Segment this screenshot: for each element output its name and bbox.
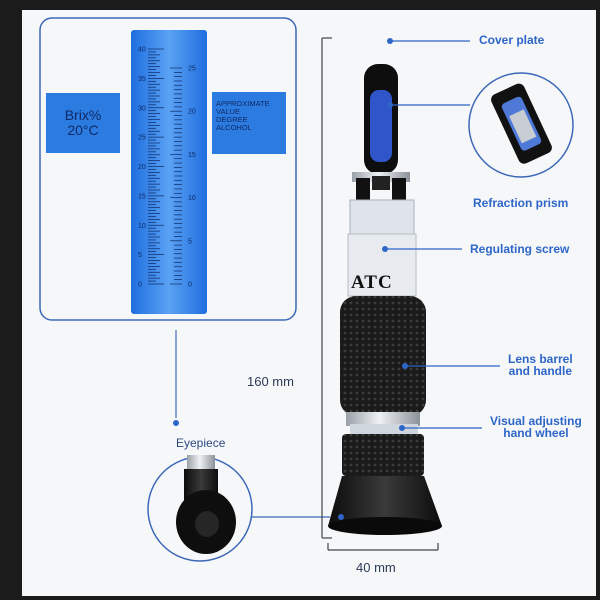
temperature-label: 20°C [67, 122, 99, 138]
brix-tick-label: 0 [138, 282, 142, 289]
brix-tick-label: 40 [138, 47, 146, 54]
alcohol-tick-label: 5 [188, 238, 192, 245]
label-line: Visual adjusting [490, 414, 582, 428]
brix-tick-label: 20 [138, 164, 146, 171]
brix-tick-label: 35 [138, 76, 146, 83]
cover-plate-window [370, 90, 392, 162]
label-cover-plate: Cover plate [479, 33, 545, 47]
alcohol-label-box: APPROXIMATE VALUE DEGREE ALCOHOL [212, 92, 286, 154]
alcohol-tick-label: 0 [188, 282, 192, 289]
alcohol-tick-label: 10 [188, 195, 196, 202]
refractometer [328, 64, 442, 535]
brix-label-box: Brix% 20°C [46, 93, 120, 153]
lens-barrel-handle [340, 296, 426, 416]
brix-tick-label: 5 [138, 252, 142, 259]
label-line: hand wheel [503, 426, 569, 440]
alcohol-scale-ticks: 25 20 15 10 5 0 [170, 66, 196, 289]
prism-housing [349, 199, 415, 237]
alcohol-tick-label: 25 [188, 66, 196, 73]
alcohol-tick-label: 15 [188, 152, 196, 159]
label-refraction-prism: Refraction prism [473, 196, 569, 210]
brix-tick-label: 30 [138, 105, 146, 112]
eyepiece-top [187, 455, 215, 469]
label-line: Lens barrel [508, 352, 573, 366]
alcohol-tick-label: 20 [188, 109, 196, 116]
brix-label: Brix% [64, 107, 102, 123]
alcohol-label-line: VALUE [216, 107, 241, 116]
dimension-width: 40 mm [356, 560, 396, 575]
adjusting-hand-wheel [342, 434, 424, 476]
brix-scale-ticks: 40 35 30 25 20 15 10 5 0 [138, 47, 164, 289]
brix-tick-label: 15 [138, 193, 146, 200]
label-eyepiece: Eyepiece [176, 436, 226, 450]
alcohol-label-line: APPROXIMATE [216, 99, 270, 108]
chrome-ring [346, 412, 420, 426]
connector-dot [173, 420, 179, 426]
atc-label: ATC [351, 272, 393, 293]
alcohol-label-line: ALCOHOL [216, 123, 252, 132]
label-lens-barrel: Lens barrel and handle [508, 353, 573, 377]
label-visual-adjusting: Visual adjusting hand wheel [490, 415, 582, 439]
brix-tick-label: 10 [138, 223, 146, 230]
scale-tube [131, 30, 207, 314]
eyepiece-lens [195, 511, 219, 537]
label-line: and handle [508, 364, 573, 378]
dimension-height: 160 mm [247, 374, 294, 389]
label-regulating-screw: Regulating screw [470, 242, 570, 256]
brix-tick-label: 25 [138, 135, 146, 142]
scale-panel-frame [39, 17, 297, 321]
eyepiece-base [328, 476, 442, 526]
alcohol-label-line: DEGREE [216, 115, 248, 124]
